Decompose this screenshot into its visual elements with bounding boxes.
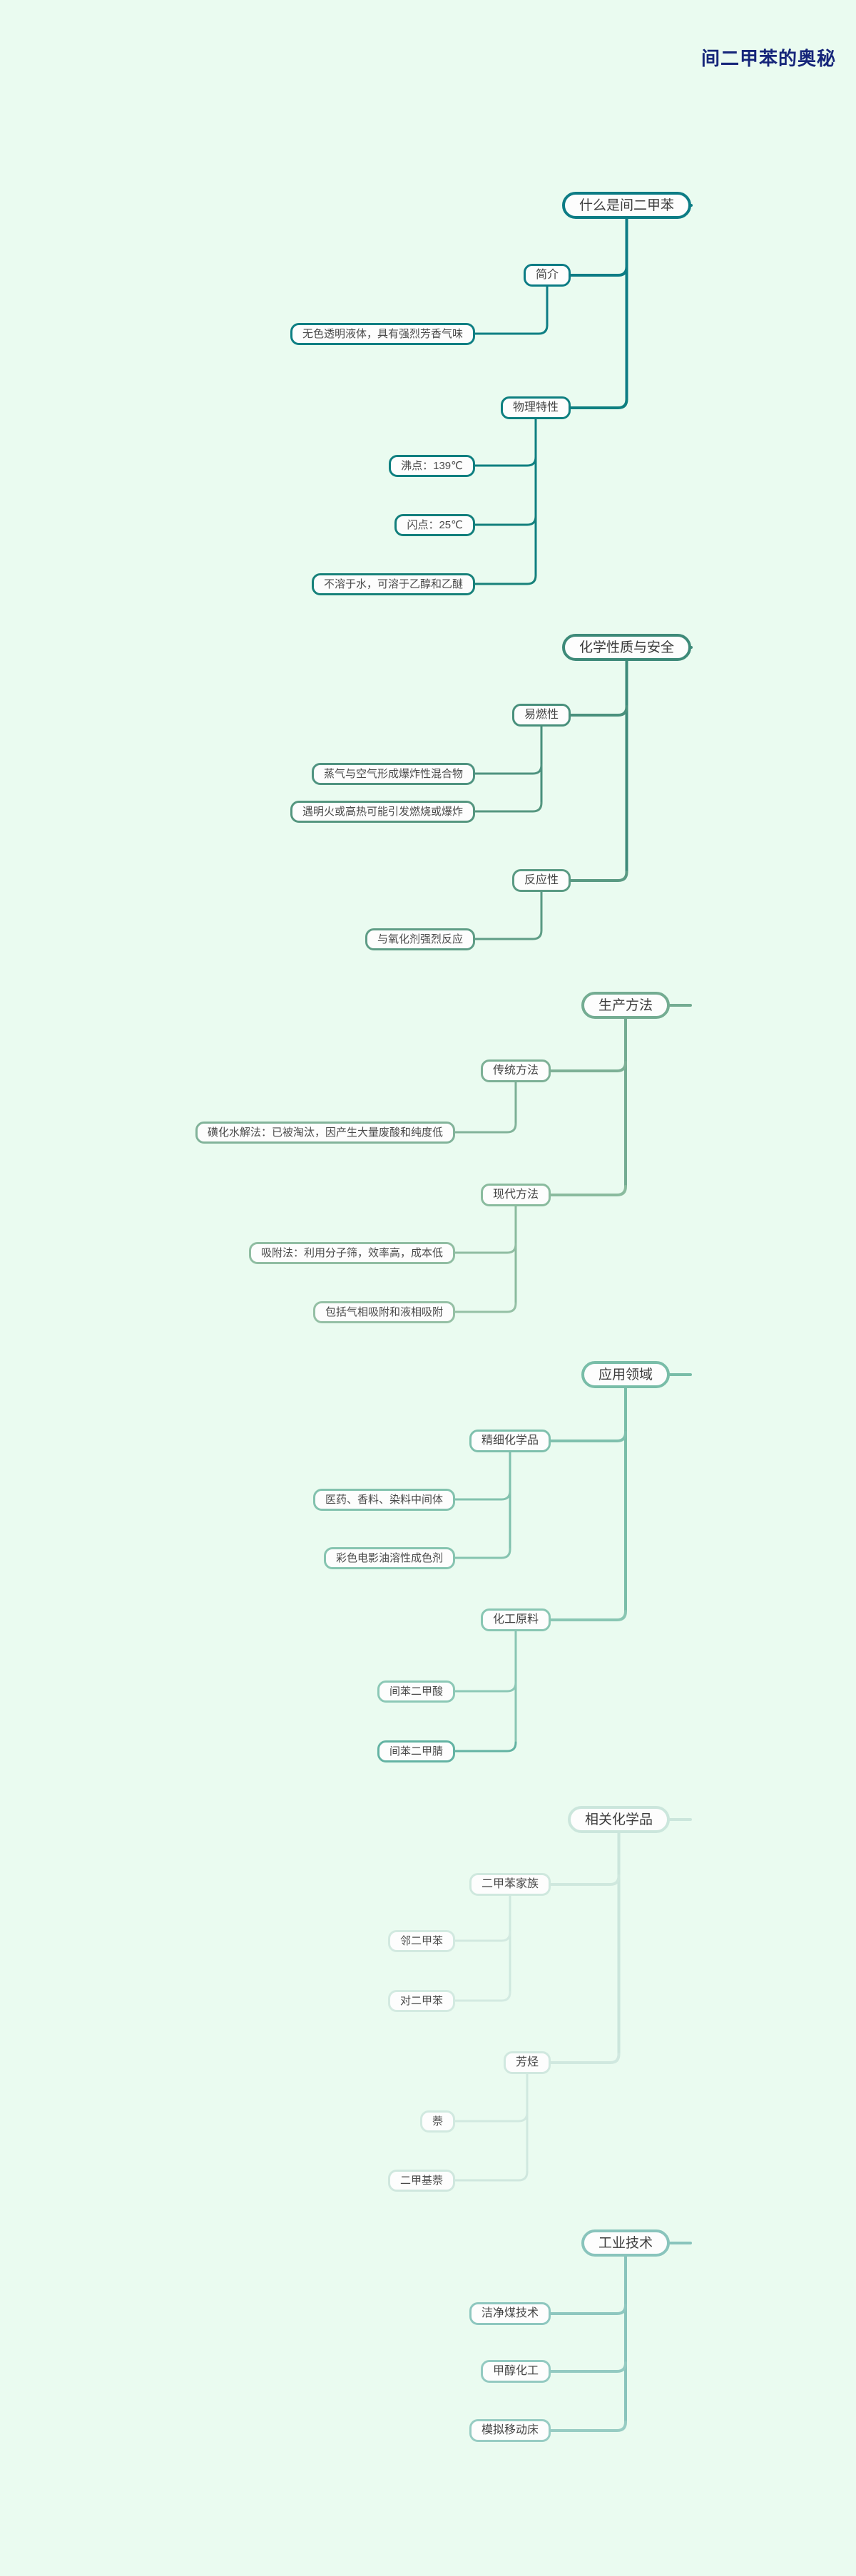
connector-b1s1 xyxy=(569,265,628,277)
connector-b4s1c1 xyxy=(454,1489,511,1501)
mindmap-node-b4s1[interactable]: 精细化学品 xyxy=(469,1430,551,1452)
connector-b1s1c1 xyxy=(474,324,549,335)
mindmap-node-b4s2c2[interactable]: 间苯二甲腈 xyxy=(377,1740,455,1762)
connector-b6c2 xyxy=(549,2361,627,2373)
connector-b4s2c2 xyxy=(454,1741,517,1753)
mindmap-node-b6[interactable]: 工业技术 xyxy=(581,2229,670,2257)
connector-b1s2 xyxy=(569,398,628,409)
mindmap-node-b3s2c2[interactable]: 包括气相吸附和液相吸附 xyxy=(312,1300,455,1323)
connector-b2s1 xyxy=(569,705,628,717)
connector-b5s2 xyxy=(549,2053,621,2064)
mindmap-node-b2s1[interactable]: 易燃性 xyxy=(511,704,571,727)
mindmap-node-b2s2[interactable]: 反应性 xyxy=(511,869,571,892)
mindmap-node-b1s1c1[interactable]: 无色透明液体，具有强烈芳香气味 xyxy=(290,322,475,345)
mindmap-node-b6c1[interactable]: 洁净煤技术 xyxy=(469,2302,551,2325)
connector-b1s2c1 xyxy=(474,456,537,467)
mindmap-node-b4[interactable]: 应用领域 xyxy=(581,1361,670,1388)
connector-b3s1c1 xyxy=(454,1122,517,1134)
mindmap-node-b2s2c1[interactable]: 与氧化剂强烈反应 xyxy=(365,928,475,950)
connector-b4s1 xyxy=(549,1431,627,1442)
mindmap-node-b5s2c2[interactable]: 二甲基萘 xyxy=(387,2169,455,2192)
mindmap-node-b1s2[interactable]: 物理特性 xyxy=(500,396,571,419)
connector-b5s2c2 xyxy=(454,2170,529,2182)
connector-b1s2c3 xyxy=(474,574,537,585)
mindmap-node-b3s1[interactable]: 传统方法 xyxy=(480,1059,551,1082)
mindmap-node-b6c3[interactable]: 模拟移动床 xyxy=(469,2419,551,2442)
mindmap-node-b4s2[interactable]: 化工原料 xyxy=(480,1608,551,1631)
connector-b2s1c2 xyxy=(474,801,543,813)
connector-b5s1 xyxy=(549,1874,621,1886)
connector-b2s2c1 xyxy=(474,929,543,940)
mindmap-node-b5s1[interactable]: 二甲苯家族 xyxy=(469,1873,551,1896)
mindmap-node-b2s1c2[interactable]: 遇明火或高热可能引发燃烧或爆炸 xyxy=(290,800,475,823)
connector-b4s2 xyxy=(549,1610,627,1621)
mindmap-node-b2[interactable]: 化学性质与安全 xyxy=(561,634,691,661)
mindmap-node-b1s2c3[interactable]: 不溶于水，可溶于乙醇和乙醚 xyxy=(311,573,475,595)
mindmap-node-b3s2[interactable]: 现代方法 xyxy=(480,1184,551,1206)
connector-b4s2c1 xyxy=(454,1681,517,1693)
mindmap-node-b6c2[interactable]: 甲醇化工 xyxy=(480,2360,551,2383)
connector-b6c1 xyxy=(549,2304,627,2315)
connector-b6c3 xyxy=(549,2421,627,2432)
connector-b3s1 xyxy=(549,1061,627,1072)
mindmap-node-b4s2c1[interactable]: 间苯二甲酸 xyxy=(377,1680,455,1703)
mindmap-node-b5s2c1[interactable]: 萘 xyxy=(419,2110,455,2133)
connector-b3s2 xyxy=(549,1185,627,1196)
mindmap-node-b3s1c1[interactable]: 磺化水解法：已被淘汰，因产生大量废酸和纯度低 xyxy=(195,1121,455,1144)
mindmap-node-b5s1c1[interactable]: 邻二甲苯 xyxy=(387,1929,455,1952)
mindmap-node-b1[interactable]: 什么是间二甲苯 xyxy=(561,192,691,219)
connector-b3s2c2 xyxy=(454,1302,517,1313)
mindmap-node-b1s1[interactable]: 简介 xyxy=(523,264,571,287)
mindmap-node-b3[interactable]: 生产方法 xyxy=(581,992,670,1019)
mindmap-node-b2s1c1[interactable]: 蒸气与空气形成爆炸性混合物 xyxy=(311,762,475,785)
connector-b5s1c1 xyxy=(454,1931,511,1942)
mindmap-node-b5s2[interactable]: 芳烃 xyxy=(503,2051,551,2074)
connector-b2s1c1 xyxy=(474,764,543,775)
mindmap-node-b1s2c2[interactable]: 闪点：25℃ xyxy=(394,513,475,536)
mindmap-node-b5[interactable]: 相关化学品 xyxy=(567,1806,670,1833)
connector-b1s2c2 xyxy=(474,515,537,526)
connector-b3s2c1 xyxy=(454,1243,517,1254)
connector-b5s2c1 xyxy=(454,2111,529,2123)
mindmap-node-b5s1c2[interactable]: 对二甲苯 xyxy=(387,1989,455,2012)
mindmap-node-b1s2c1[interactable]: 沸点：139℃ xyxy=(389,454,475,477)
connector-b5s1c2 xyxy=(454,1991,511,2002)
mindmap-node-b4s1c2[interactable]: 彩色电影油溶性成色剂 xyxy=(323,1546,455,1569)
connector-b2s2 xyxy=(569,871,628,882)
connector-b4s1c2 xyxy=(454,1548,511,1559)
page-title: 间二甲苯的奥秘 xyxy=(700,48,836,69)
mindmap-node-b4s1c1[interactable]: 医药、香料、染料中间体 xyxy=(312,1488,455,1511)
mindmap-node-b3s2c1[interactable]: 吸附法：利用分子筛，效率高，成本低 xyxy=(248,1241,455,1264)
